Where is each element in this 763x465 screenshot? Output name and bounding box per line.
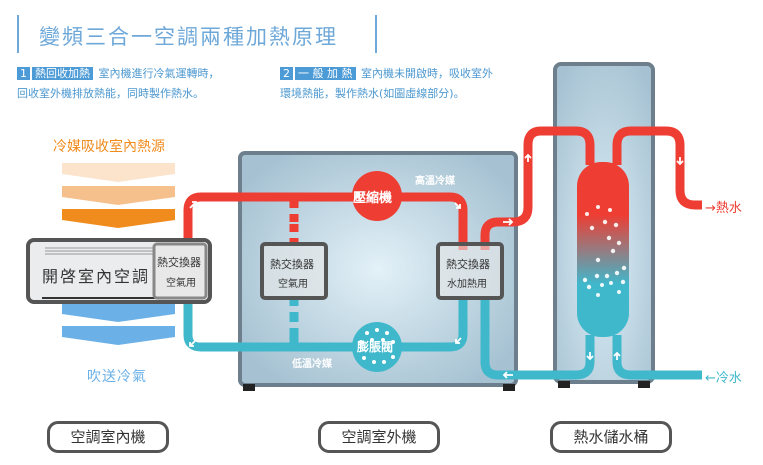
mode-2-line1: 室內機未開啟時，吸收室外	[361, 67, 493, 80]
compressor-circle	[352, 171, 402, 221]
bubbles	[582, 205, 627, 297]
hx-water-title: 熱交換器	[446, 258, 490, 271]
outdoor-unit-body	[238, 151, 518, 387]
valve-dots	[359, 328, 395, 364]
compressor-label: 壓縮機	[353, 191, 393, 206]
cool-air-chevrons	[62, 303, 175, 345]
caption-outdoor-unit: 空調室外機	[318, 421, 440, 453]
indoor-unit-label: 開啓室內空調	[42, 267, 151, 286]
cool-air-label: 吹送冷氣	[87, 369, 147, 385]
indoor-hx-box	[152, 242, 208, 300]
mode-2-number: 2	[280, 67, 293, 80]
hot-water-label: →熱水	[705, 201, 742, 216]
heat-absorb-label: 冷媒吸收室內熱源	[53, 139, 165, 155]
high-temp-label: 高溫冷媒	[415, 176, 455, 187]
heat-absorb-chevrons	[62, 163, 175, 228]
cold-refrigerant-pipe	[183, 297, 702, 380]
caption-water-tank: 熱水儲水桶	[550, 421, 672, 453]
hx-air-sub: 空氣用	[278, 279, 308, 290]
mode-1-line2: 回收室外機排放熱能，同時製作熱水。	[17, 87, 204, 100]
hx-water-sub: 水加熱用	[447, 279, 487, 290]
flow-arrows	[189, 153, 684, 379]
tank-foot	[638, 381, 650, 388]
outdoor-unit-foot	[503, 384, 515, 391]
tank-foot	[558, 381, 570, 388]
outdoor-unit-foot	[243, 384, 255, 391]
mode-1-number: 1	[17, 67, 30, 80]
mode-2-name: 一 般 加 熱	[295, 67, 356, 80]
cold-water-label: ←冷水	[705, 371, 742, 386]
mode-1-line1: 室內機進行冷氣運轉時，	[98, 67, 220, 80]
low-temp-label: 低溫冷媒	[292, 359, 332, 370]
hx-air-box	[260, 242, 328, 300]
indoor-hx-sub: 空氣用	[166, 278, 196, 289]
mode-1-name: 熱回收加熱	[32, 67, 93, 80]
valve-label: 膨脹閥	[357, 340, 394, 354]
hx-water-box	[436, 242, 504, 300]
hx-air-title: 熱交換器	[270, 258, 314, 271]
caption-indoor-unit: 空調室內機	[47, 421, 169, 453]
page-title: 變頻三合一空調兩種加熱原理	[39, 25, 338, 49]
mode-2-line2: 環境熱能，製作熱水(如圖虛線部分)。	[280, 87, 465, 100]
indoor-hx-title: 熱交換器	[157, 256, 201, 269]
title-frame: 變頻三合一空調兩種加熱原理	[17, 15, 377, 53]
tank-cylinder	[577, 162, 629, 337]
